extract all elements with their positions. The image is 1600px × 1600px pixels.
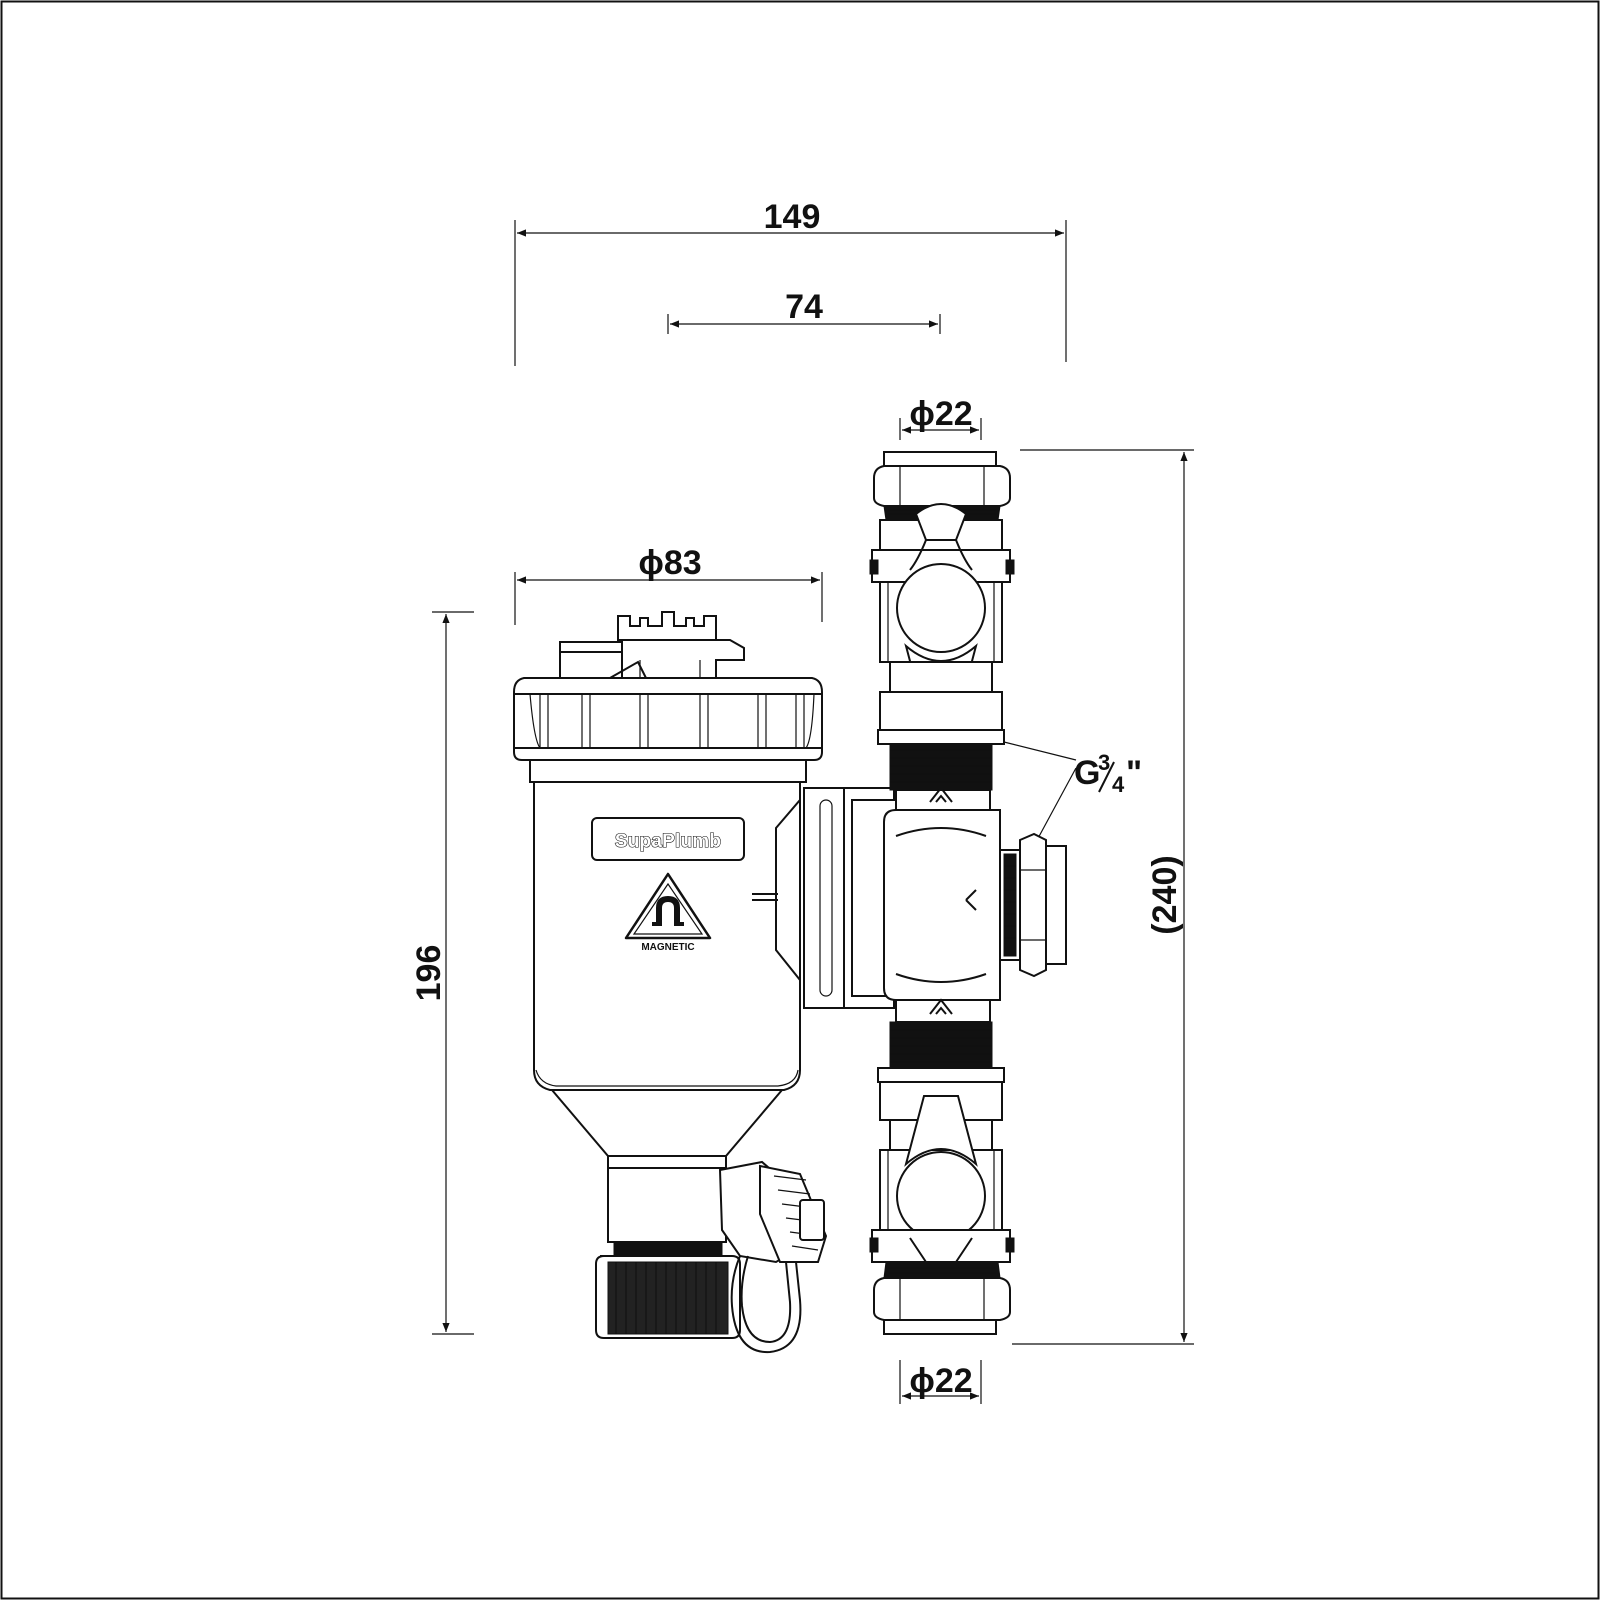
valve-assembly — [869, 451, 1067, 1335]
magnetic-warning-label: MAGNETIC — [641, 942, 694, 953]
magnetic-warning-icon: MAGNETIC — [624, 872, 712, 953]
filter-side-connector — [752, 787, 895, 1009]
side-outlet-fitting — [999, 832, 1067, 978]
dimension-height-total-label: (240) — [1146, 855, 1184, 934]
dimension-pipe-bottom: ϕ22 — [899, 1360, 982, 1404]
top-valve-ball — [896, 563, 986, 653]
filter-body: SupaPlumb MAGNETIC — [513, 611, 895, 1354]
dimension-body-diameter-label: ϕ83 — [638, 544, 701, 582]
dimension-height-body-label: 196 — [410, 945, 448, 1002]
bottom-isolation-valve — [869, 1095, 1015, 1301]
bottom-compression-fitting — [873, 1261, 1011, 1335]
filter-lid — [513, 677, 823, 783]
dimension-body-diameter: ϕ83 — [514, 544, 823, 625]
dimension-pipe-top-label: ϕ22 — [909, 395, 972, 433]
dimension-overall-width: 149 — [514, 198, 1067, 366]
air-vent-valve — [559, 611, 745, 679]
top-isolation-valve — [879, 503, 1003, 715]
dimension-height-total: (240) — [1012, 449, 1194, 1345]
bottom-valve-ball — [896, 1151, 986, 1241]
thread-letter: G — [1074, 754, 1100, 792]
brand-logo-text: SupaPlumb — [615, 831, 721, 852]
dimension-offset: 74 — [667, 288, 941, 334]
magnet-icon — [656, 896, 680, 922]
top-valve-handle[interactable] — [914, 503, 968, 541]
filter-drain — [549, 1089, 785, 1339]
dimension-pipe-bottom-label: ϕ22 — [909, 1362, 972, 1400]
dimension-thread: G 3 4 " — [1003, 741, 1142, 843]
thread-suffix: " — [1126, 754, 1142, 792]
dimension-pipe-top: ϕ22 — [899, 395, 982, 440]
dimension-height-body: 196 — [410, 611, 474, 1335]
top-union-thread — [877, 691, 1005, 813]
brand-badge: SupaPlumb — [591, 817, 745, 861]
dimension-overall-width-label: 149 — [764, 198, 821, 236]
thread-denominator: 4 — [1112, 772, 1125, 797]
valve-tee-body — [883, 809, 1001, 1001]
bottom-union-thread — [877, 998, 1005, 1121]
drain-cap — [718, 1160, 828, 1354]
thread-numerator: 3 — [1098, 750, 1110, 775]
dimension-offset-label: 74 — [785, 288, 823, 326]
